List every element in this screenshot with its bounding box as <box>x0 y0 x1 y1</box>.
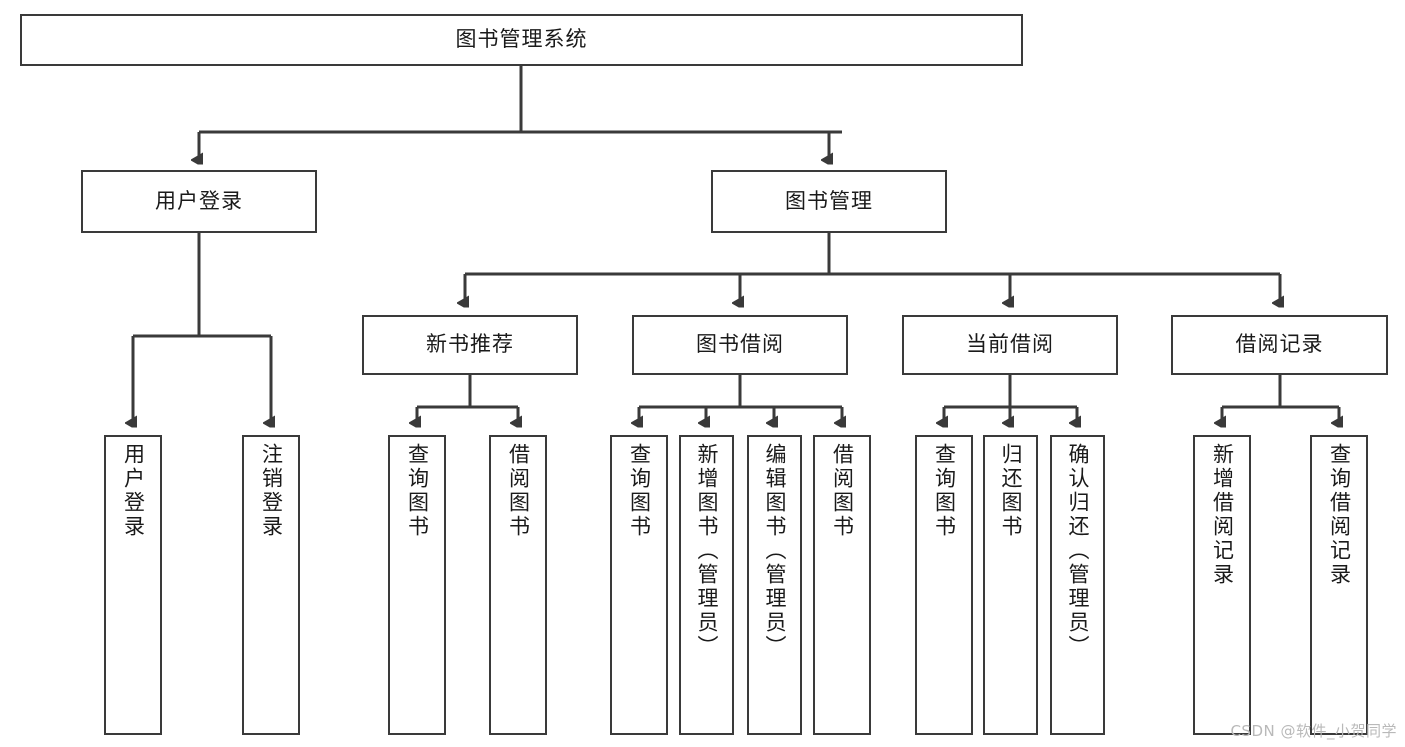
node-leaf-user-login[interactable]: 用户登录 <box>104 435 162 735</box>
node-user-login-label: 用户登录 <box>155 188 243 213</box>
node-leaf-add-record-label: 新增借阅记录 <box>1210 443 1235 587</box>
node-leaf-add-book[interactable]: 新增图书（管理员） <box>679 435 734 735</box>
node-leaf-user-logout[interactable]: 注销登录 <box>242 435 300 735</box>
node-leaf-add-book-label: 新增图书（管理员） <box>695 443 719 659</box>
node-leaf-borrow-book-1[interactable]: 借阅图书 <box>489 435 547 735</box>
node-user-login[interactable]: 用户登录 <box>81 170 317 233</box>
node-current-borrow[interactable]: 当前借阅 <box>902 315 1118 375</box>
node-leaf-confirm-return-label: 确认归还（管理员） <box>1066 443 1090 659</box>
node-book-manage-label: 图书管理 <box>785 188 873 213</box>
node-leaf-confirm-return[interactable]: 确认归还（管理员） <box>1050 435 1105 735</box>
node-borrow-record-label: 借阅记录 <box>1235 332 1324 357</box>
node-leaf-query-book-3-label: 查询图书 <box>932 443 957 539</box>
node-leaf-query-book-2[interactable]: 查询图书 <box>610 435 668 735</box>
node-leaf-borrow-book-1-label: 借阅图书 <box>506 443 531 539</box>
node-root[interactable]: 图书管理系统 <box>20 14 1023 66</box>
node-leaf-query-book-2-label: 查询图书 <box>627 443 652 539</box>
node-leaf-query-book-3[interactable]: 查询图书 <box>915 435 973 735</box>
node-current-borrow-label: 当前借阅 <box>966 332 1054 357</box>
node-book-manage[interactable]: 图书管理 <box>711 170 947 233</box>
node-book-borrow-label: 图书借阅 <box>696 332 784 357</box>
node-borrow-record[interactable]: 借阅记录 <box>1171 315 1388 375</box>
node-leaf-borrow-book-2[interactable]: 借阅图书 <box>813 435 871 735</box>
node-new-book-recommend-label: 新书推荐 <box>426 332 514 357</box>
node-leaf-borrow-book-2-label: 借阅图书 <box>830 443 855 539</box>
node-book-borrow[interactable]: 图书借阅 <box>632 315 848 375</box>
node-new-book-recommend[interactable]: 新书推荐 <box>362 315 578 375</box>
node-root-label: 图书管理系统 <box>455 27 588 52</box>
node-leaf-query-record-label: 查询借阅记录 <box>1327 443 1352 587</box>
node-leaf-return-book[interactable]: 归还图书 <box>983 435 1038 735</box>
node-leaf-query-book-1-label: 查询图书 <box>405 443 430 539</box>
node-leaf-query-book-1[interactable]: 查询图书 <box>388 435 446 735</box>
node-leaf-return-book-label: 归还图书 <box>999 443 1023 539</box>
node-leaf-user-login-label: 用户登录 <box>121 443 146 539</box>
node-leaf-user-logout-label: 注销登录 <box>259 443 284 539</box>
node-leaf-edit-book-label: 编辑图书（管理员） <box>763 443 787 659</box>
watermark: CSDN @软件_小贺同学 <box>1230 722 1397 740</box>
node-leaf-add-record[interactable]: 新增借阅记录 <box>1193 435 1251 735</box>
node-leaf-query-record[interactable]: 查询借阅记录 <box>1310 435 1368 735</box>
node-leaf-edit-book[interactable]: 编辑图书（管理员） <box>747 435 802 735</box>
